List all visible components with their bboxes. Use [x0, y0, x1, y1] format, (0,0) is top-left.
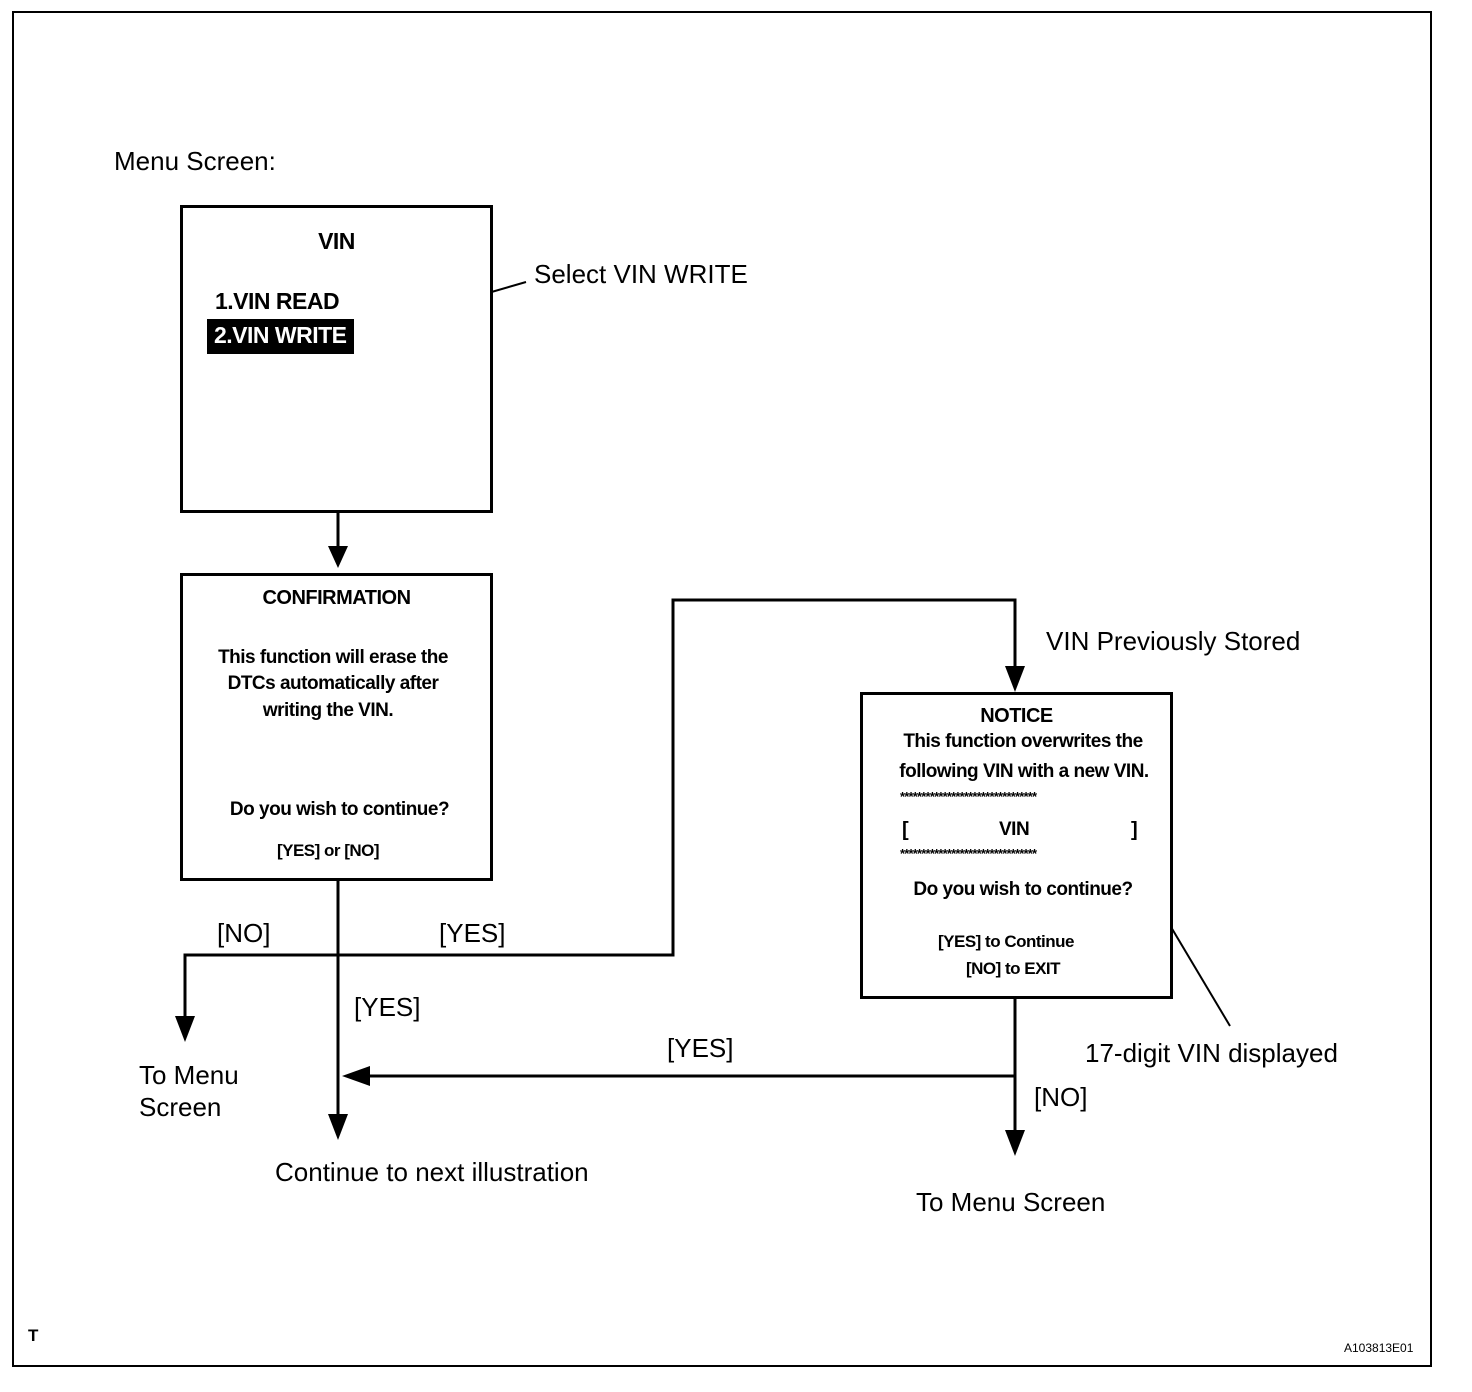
confirmation-message-line: This function will erase the: [218, 647, 448, 668]
notice-no-option[interactable]: [NO] to EXIT: [965, 959, 1061, 978]
notice-stars-top: ********************************: [900, 789, 1037, 804]
vin-previously-stored-label: VIN Previously Stored: [1046, 626, 1301, 656]
corner-mark: T: [28, 1326, 38, 1345]
vin-menu-title: VIN: [318, 228, 355, 254]
figure-id: A103813E01: [1344, 1341, 1414, 1355]
notice-vin-value: VIN: [999, 819, 1030, 840]
to-menu-left-line2: Screen: [139, 1092, 222, 1122]
to-menu-right-label: To Menu Screen: [916, 1187, 1106, 1217]
menu-screen-label: Menu Screen:: [114, 146, 276, 176]
notice-title: NOTICE: [980, 705, 1053, 727]
arrowhead-confirmation: [328, 546, 348, 568]
branch-no-right-label: [NO]: [1034, 1082, 1088, 1112]
notice-bracket-close: ]: [1131, 819, 1138, 841]
menu-item-vin-write[interactable]: 2.VIN WRITE: [207, 319, 354, 354]
arrowhead-menu-left: [175, 1016, 195, 1042]
confirmation-message-line: DTCs automatically after: [227, 673, 439, 694]
confirmation-message-line: writing the VIN.: [262, 700, 394, 721]
arrow-confirmation-no: [183, 953, 338, 1018]
vin-menu-screen: VIN 1.VIN READ 2.VIN WRITE: [180, 205, 493, 513]
confirmation-options[interactable]: [YES] or [NO]: [276, 841, 380, 860]
notice-line2: following VIN with a new VIN.: [899, 761, 1149, 782]
diagram-frame: [12, 11, 1432, 1367]
notice-stars-bottom: ********************************: [900, 846, 1037, 861]
notice-screen: NOTICE This function overwrites the foll…: [860, 692, 1173, 999]
branch-yes-upper-label: [YES]: [439, 918, 506, 948]
confirmation-question: Do you wish to continue?: [229, 799, 450, 820]
branch-no-left-label: [NO]: [217, 918, 271, 948]
to-menu-left-line1: To Menu: [139, 1060, 239, 1090]
notice-question: Do you wish to continue?: [913, 879, 1133, 900]
confirmation-title: CONFIRMATION: [262, 587, 411, 609]
notice-bracket-open: [: [902, 819, 909, 841]
notice-line1: This function overwrites the: [903, 731, 1143, 752]
branch-yes-bottom-label: [YES]: [667, 1033, 734, 1063]
select-vin-write-callout: Select VIN WRITE: [534, 259, 748, 289]
vin-displayed-callout: 17-digit VIN displayed: [1085, 1038, 1338, 1068]
branch-yes-down-label: [YES]: [354, 992, 421, 1022]
arrowhead-notice: [1005, 666, 1025, 692]
arrowhead-yes-left: [342, 1066, 370, 1086]
arrowhead-menu-right: [1005, 1130, 1025, 1156]
notice-yes-option[interactable]: [YES] to Continue: [938, 932, 1074, 951]
menu-item-vin-read[interactable]: 1.VIN READ: [215, 288, 340, 314]
arrowhead-continue: [328, 1114, 348, 1140]
confirmation-screen: CONFIRMATION This function will erase th…: [180, 573, 493, 881]
continue-next-label: Continue to next illustration: [275, 1157, 589, 1187]
arrow-confirmation-yes-notice: [338, 598, 1017, 957]
